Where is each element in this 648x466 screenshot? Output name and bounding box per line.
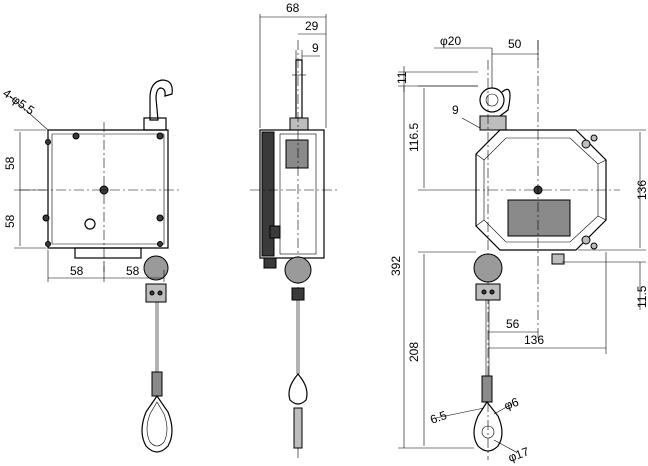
side-ball-stopper	[284, 256, 312, 284]
rear-dim-6-5: 6.5	[428, 408, 449, 427]
side-body-cover	[261, 131, 275, 257]
rear-dim-11: 11	[395, 71, 409, 84]
rear-dim-208: 208	[407, 342, 421, 362]
rear-dim-phi6: φ6	[502, 395, 521, 413]
rear-snap-hook	[473, 400, 503, 452]
front-mount-hole	[156, 214, 164, 222]
rear-dim-136-vertical: 136	[635, 180, 648, 200]
rear-view: φ20 50 11 116.5 9 136 11.5 392 208	[389, 34, 648, 465]
rear-cable-clamp	[475, 283, 501, 301]
rear-dim-9: 9	[452, 103, 459, 117]
rear-body-inner	[483, 137, 599, 243]
front-view: 4-φ5.5 58 58 58 58	[0, 79, 180, 453]
rear-dim-hook-hole: φ20	[440, 34, 461, 48]
front-dim-lower-58: 58	[3, 214, 17, 228]
rear-label-plate	[507, 199, 571, 237]
rear-dim-phi17: φ17	[506, 444, 531, 464]
side-dim-29: 29	[305, 19, 319, 33]
side-thimble	[288, 373, 308, 405]
rear-dim-116-5: 116.5	[407, 123, 421, 152]
front-mount-hole	[156, 132, 164, 140]
front-dim-upper-58: 58	[3, 156, 17, 170]
rear-dim-392: 392	[389, 256, 403, 276]
front-dim-right-58: 58	[126, 264, 140, 278]
side-dim-68: 68	[286, 1, 300, 15]
front-mount-hole	[72, 132, 80, 140]
front-dim-left-58: 58	[70, 264, 84, 278]
side-dim-9: 9	[312, 41, 319, 55]
front-ball-stopper	[143, 255, 169, 281]
side-view: 68 29 9	[250, 1, 340, 458]
front-snap-hook	[141, 394, 173, 453]
rear-hook-eye	[479, 87, 505, 113]
rear-ball-stopper	[473, 253, 503, 283]
front-body	[47, 129, 169, 249]
front-mount-hole	[42, 214, 50, 222]
rear-dim-136-horizontal: 136	[524, 333, 544, 347]
rear-dim-50: 50	[508, 37, 522, 51]
front-cable-clamp	[145, 283, 167, 303]
side-hook	[295, 59, 303, 119]
front-hook	[149, 79, 173, 121]
rear-dim-56: 56	[506, 317, 520, 331]
rear-dim-11-5: 11.5	[635, 285, 648, 308]
front-hole-callout: 4-φ5.5	[0, 86, 37, 118]
